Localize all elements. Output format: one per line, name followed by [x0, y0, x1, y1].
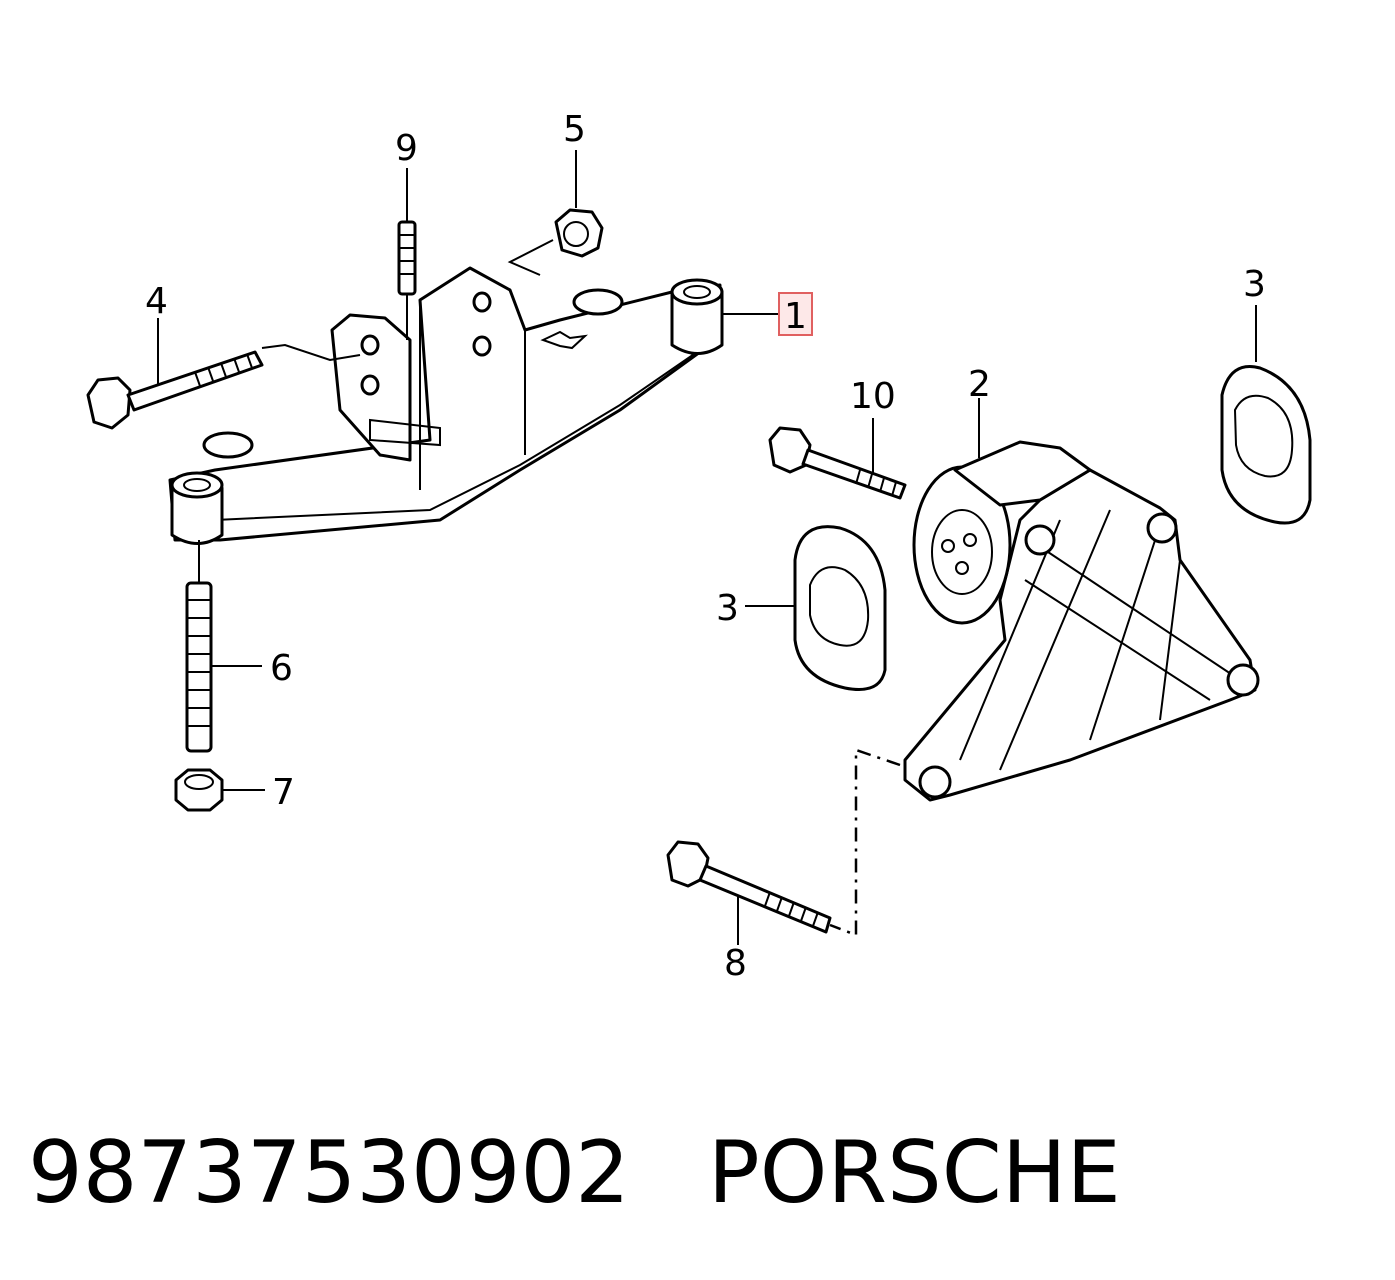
bolt-part-10 [768, 418, 907, 500]
caption: 98737530902 PORSCHE [28, 1118, 1368, 1228]
callout-10: 10 [850, 376, 896, 417]
callout-4: 4 [145, 281, 168, 322]
nut-part-7 [174, 768, 265, 812]
callout-1: 1 [784, 296, 807, 337]
callout-2: 2 [968, 364, 991, 405]
shim-part-3-right [1220, 305, 1312, 525]
bolt-part-4 [86, 318, 361, 430]
shim-part-3-left [745, 525, 887, 691]
stud-part-9 [397, 168, 417, 340]
callout-1-highlight [778, 292, 813, 336]
part-number: 98737530902 [28, 1123, 630, 1223]
callout-9: 9 [395, 128, 418, 169]
nut-part-5 [507, 150, 604, 276]
callout-3-left: 3 [716, 588, 739, 629]
bolt-part-8 [666, 748, 901, 945]
stud-part-6 [185, 540, 262, 753]
bracket-part-1 [168, 266, 724, 545]
brand-name: PORSCHE [707, 1123, 1121, 1223]
callout-6: 6 [270, 648, 293, 689]
callout-8: 8 [724, 943, 747, 984]
mount-part-2 [903, 398, 1260, 802]
callout-labels: 1 2 3 3 4 5 6 7 8 9 10 [145, 109, 1266, 984]
callout-7: 7 [272, 772, 295, 813]
callout-5: 5 [563, 109, 586, 150]
callout-3-right: 3 [1243, 264, 1266, 305]
